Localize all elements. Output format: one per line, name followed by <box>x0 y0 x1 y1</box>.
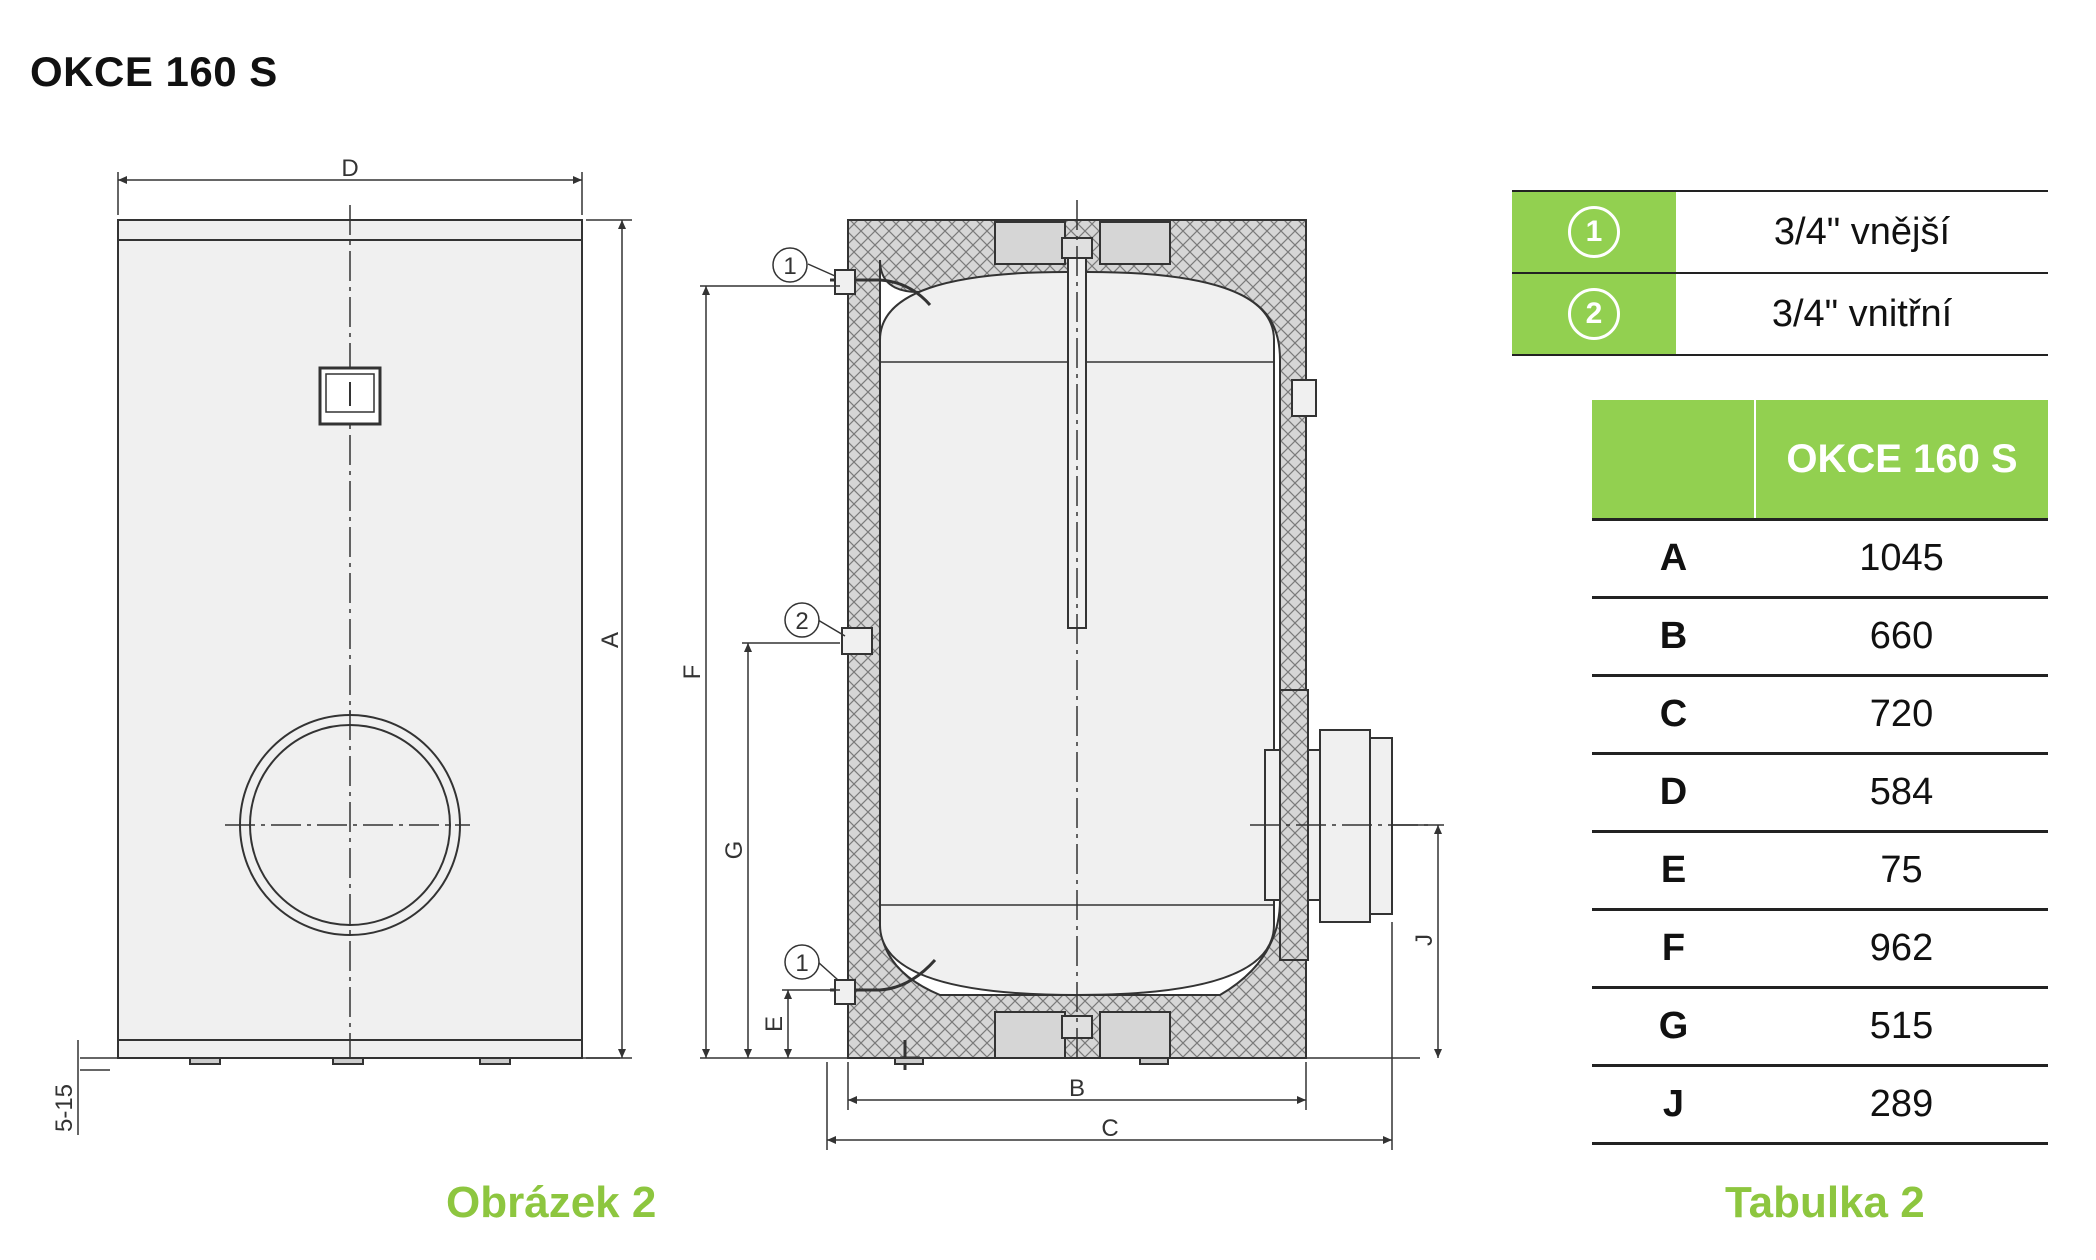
dim-label-C: C <box>1101 1115 1118 1142</box>
circled-one-icon: 1 <box>1568 206 1620 258</box>
front-view <box>80 205 620 1071</box>
row-value: 584 <box>1755 753 2048 833</box>
page-title: OKCE 160 S <box>30 48 278 95</box>
row-key: C <box>1592 675 1755 755</box>
dim-label-F: F <box>679 665 706 680</box>
circled-two-icon: 2 <box>1568 288 1620 340</box>
section-dimensions <box>700 263 1444 1150</box>
row-key: E <box>1592 831 1755 911</box>
front-dimensions <box>77 172 632 1135</box>
row-key: G <box>1592 987 1755 1067</box>
row-key: D <box>1592 753 1755 833</box>
dim-label-D: D <box>341 155 358 182</box>
figure-caption: Obrázek 2 <box>446 1178 657 1227</box>
table-caption: Tabulka 2 <box>1725 1178 1925 1227</box>
section-view <box>700 200 1430 1070</box>
legend-text: 3/4" vnější <box>1773 210 1951 253</box>
marker-2: 2 <box>784 602 820 638</box>
dim-label-foot: 5-15 <box>51 1084 78 1132</box>
row-value: 75 <box>1755 831 2048 911</box>
connection-legend: 1 3/4" vnější 2 3/4" vnitřní <box>1512 190 2048 356</box>
svg-text:1: 1 <box>795 950 808 977</box>
table-header-model: OKCE 160 S <box>1755 400 2048 520</box>
marker-1-top: 1 <box>772 247 808 283</box>
legend-text: 3/4" vnitřní <box>1771 292 1953 335</box>
dim-label-B: B <box>1069 1075 1085 1102</box>
dim-label-E: E <box>761 1016 788 1032</box>
row-key: B <box>1592 597 1755 677</box>
row-value: 1045 <box>1755 519 2048 599</box>
row-value: 660 <box>1755 597 2048 677</box>
dim-label-J: J <box>1411 934 1438 946</box>
legend-row: 2 3/4" vnitřní <box>1512 273 2048 355</box>
marker-1-bottom: 1 <box>784 944 820 980</box>
row-value: 962 <box>1755 909 2048 989</box>
row-value: 289 <box>1755 1065 2048 1145</box>
row-key: J <box>1592 1065 1755 1145</box>
dim-label-G: G <box>721 841 748 860</box>
row-value: 720 <box>1755 675 2048 755</box>
svg-text:2: 2 <box>795 608 808 635</box>
svg-text:1: 1 <box>783 253 796 280</box>
row-key: F <box>1592 909 1755 989</box>
legend-row: 1 3/4" vnější <box>1512 191 2048 273</box>
row-key: A <box>1592 519 1755 599</box>
row-value: 515 <box>1755 987 2048 1067</box>
dim-label-A: A <box>597 632 624 648</box>
table-corner <box>1592 400 1756 520</box>
